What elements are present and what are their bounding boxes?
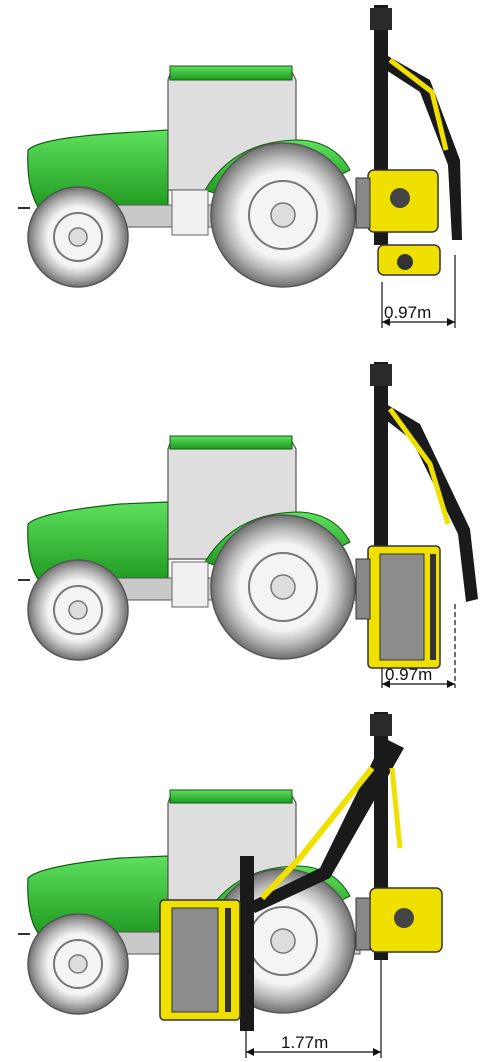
- dimension-label: 1.77m: [281, 1033, 328, 1052]
- hedge-cutter-stowed: [355, 362, 478, 669]
- dimension-2: 0.97m: [381, 604, 456, 688]
- cab-roof: [169, 435, 293, 450]
- tractor: [18, 65, 361, 288]
- panel-offset-working: 1.77m: [0, 708, 493, 1062]
- cab-roof: [169, 789, 293, 804]
- diagram-folded-transport: 0.97m: [18, 5, 462, 328]
- ram: [388, 58, 449, 151]
- flail-post: [240, 856, 254, 1031]
- dimension-label: 0.97m: [385, 665, 432, 684]
- flail-rotor: [379, 553, 425, 661]
- flail-rotor: [171, 907, 219, 1013]
- ram: [259, 766, 375, 901]
- hedge-cutter-folded: [355, 5, 462, 276]
- boom-arm: [248, 738, 404, 913]
- cab-roof: [169, 65, 293, 81]
- boom-arm: [386, 404, 478, 602]
- hedge-cutter-offset: [159, 712, 443, 1031]
- dimension-1: 0.97m: [381, 255, 456, 328]
- diagram-vertical-flail-stowed: 0.97m: [18, 362, 478, 688]
- step: [171, 561, 209, 608]
- dimension-label: 0.97m: [384, 303, 431, 322]
- panel-folded-transport: 0.97m: [0, 0, 493, 354]
- ram: [387, 407, 451, 525]
- panel-vertical-flail-stowed: 0.97m: [0, 354, 493, 708]
- dimension-3: 1.77m: [245, 960, 382, 1058]
- step: [171, 189, 209, 236]
- tractor: [18, 435, 361, 661]
- diagram-offset-working: 1.77m: [18, 712, 443, 1058]
